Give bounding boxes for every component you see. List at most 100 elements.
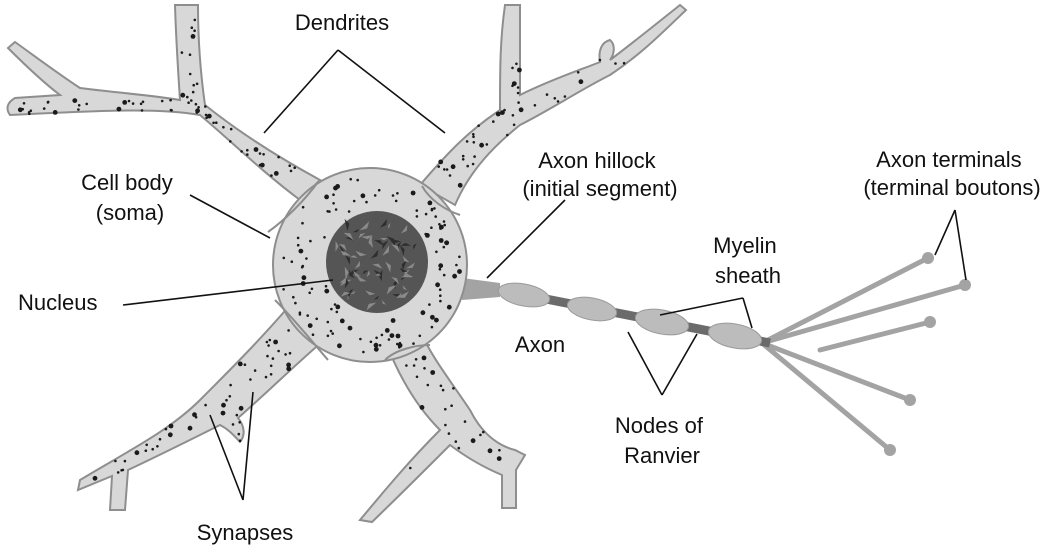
label-nucleus: Nucleus <box>18 290 97 315</box>
granule <box>298 313 302 316</box>
granule <box>479 142 484 148</box>
granule <box>553 97 557 100</box>
granule <box>265 340 269 344</box>
granule <box>298 248 304 254</box>
granule <box>518 107 524 113</box>
granule <box>270 174 273 177</box>
granule <box>253 147 259 152</box>
soma-boundaries <box>267 181 461 361</box>
granule <box>243 363 247 367</box>
label-cell-body-line1: Cell body <box>81 170 173 195</box>
granule <box>77 108 80 111</box>
granule <box>187 425 193 431</box>
granule <box>446 304 452 310</box>
nucleus-chromatin <box>349 269 359 277</box>
granule <box>360 193 366 199</box>
granule <box>85 102 88 106</box>
granule <box>238 405 244 411</box>
granule <box>323 236 326 239</box>
granule <box>52 110 58 115</box>
granule <box>349 177 353 181</box>
granule <box>362 350 365 354</box>
label-dendrites: Dendrites <box>295 10 389 35</box>
granule <box>288 164 292 167</box>
granule <box>204 105 207 108</box>
granule <box>151 447 154 451</box>
granule <box>310 287 314 291</box>
granule <box>273 171 279 176</box>
granule <box>439 384 443 388</box>
granule <box>46 101 50 104</box>
granule <box>169 98 172 102</box>
granule <box>511 66 514 70</box>
granule <box>301 221 304 225</box>
nucleus-chromatin <box>349 255 358 258</box>
granule <box>229 127 233 131</box>
granule <box>347 210 351 213</box>
granule <box>300 265 304 269</box>
nucleus-chromatin <box>373 269 381 274</box>
nucleus-chromatin <box>382 300 387 305</box>
granule <box>438 288 442 292</box>
granule <box>378 344 382 347</box>
granule <box>409 466 412 470</box>
granule <box>253 369 257 372</box>
granule <box>442 220 446 223</box>
granule <box>284 353 287 356</box>
nucleus-chromatin <box>366 302 377 311</box>
granule <box>186 95 189 99</box>
nucleus-chromatin <box>401 273 414 278</box>
nucleus-chromatin <box>405 262 416 269</box>
granule <box>452 273 457 279</box>
granule <box>442 273 446 277</box>
granule <box>332 202 335 205</box>
granule <box>448 174 452 177</box>
granule <box>395 333 401 339</box>
granule <box>369 340 373 344</box>
granule <box>139 102 143 106</box>
granule <box>212 121 215 125</box>
granule <box>237 361 243 367</box>
granule <box>17 107 23 113</box>
granule <box>309 239 312 243</box>
granule <box>545 93 549 96</box>
granule <box>333 303 337 306</box>
granule <box>326 320 330 324</box>
granule <box>282 256 286 260</box>
granule <box>394 199 398 203</box>
granule <box>517 67 522 73</box>
label-nodes-line2: Ranvier <box>624 443 700 468</box>
granule <box>240 150 243 153</box>
granule <box>487 448 493 454</box>
granule <box>27 111 31 114</box>
nucleus-chromatin <box>372 263 383 269</box>
granule <box>190 34 196 39</box>
granule <box>134 450 140 456</box>
granule <box>268 338 272 342</box>
granule <box>296 236 300 240</box>
granule <box>164 427 168 431</box>
granule <box>415 209 419 212</box>
granule <box>430 208 434 212</box>
granule <box>511 84 514 88</box>
nucleus-chromatin <box>399 267 408 273</box>
granule <box>373 342 379 348</box>
nucleus-chromatin <box>356 275 367 282</box>
label-axon: Axon <box>515 332 565 357</box>
granule <box>492 120 495 123</box>
granule <box>307 323 313 328</box>
granule <box>438 223 441 226</box>
granule <box>246 153 249 156</box>
nucleus-chromatin <box>396 291 409 298</box>
granule <box>442 245 446 249</box>
granule <box>516 91 520 95</box>
granule <box>331 332 335 335</box>
granule <box>405 364 408 367</box>
granule <box>306 314 310 317</box>
granule <box>420 310 426 316</box>
granule <box>206 113 212 119</box>
nucleus-chromatin <box>339 247 351 256</box>
granule <box>477 124 480 127</box>
nucleus-chromatin <box>355 250 367 257</box>
granule <box>188 53 192 56</box>
